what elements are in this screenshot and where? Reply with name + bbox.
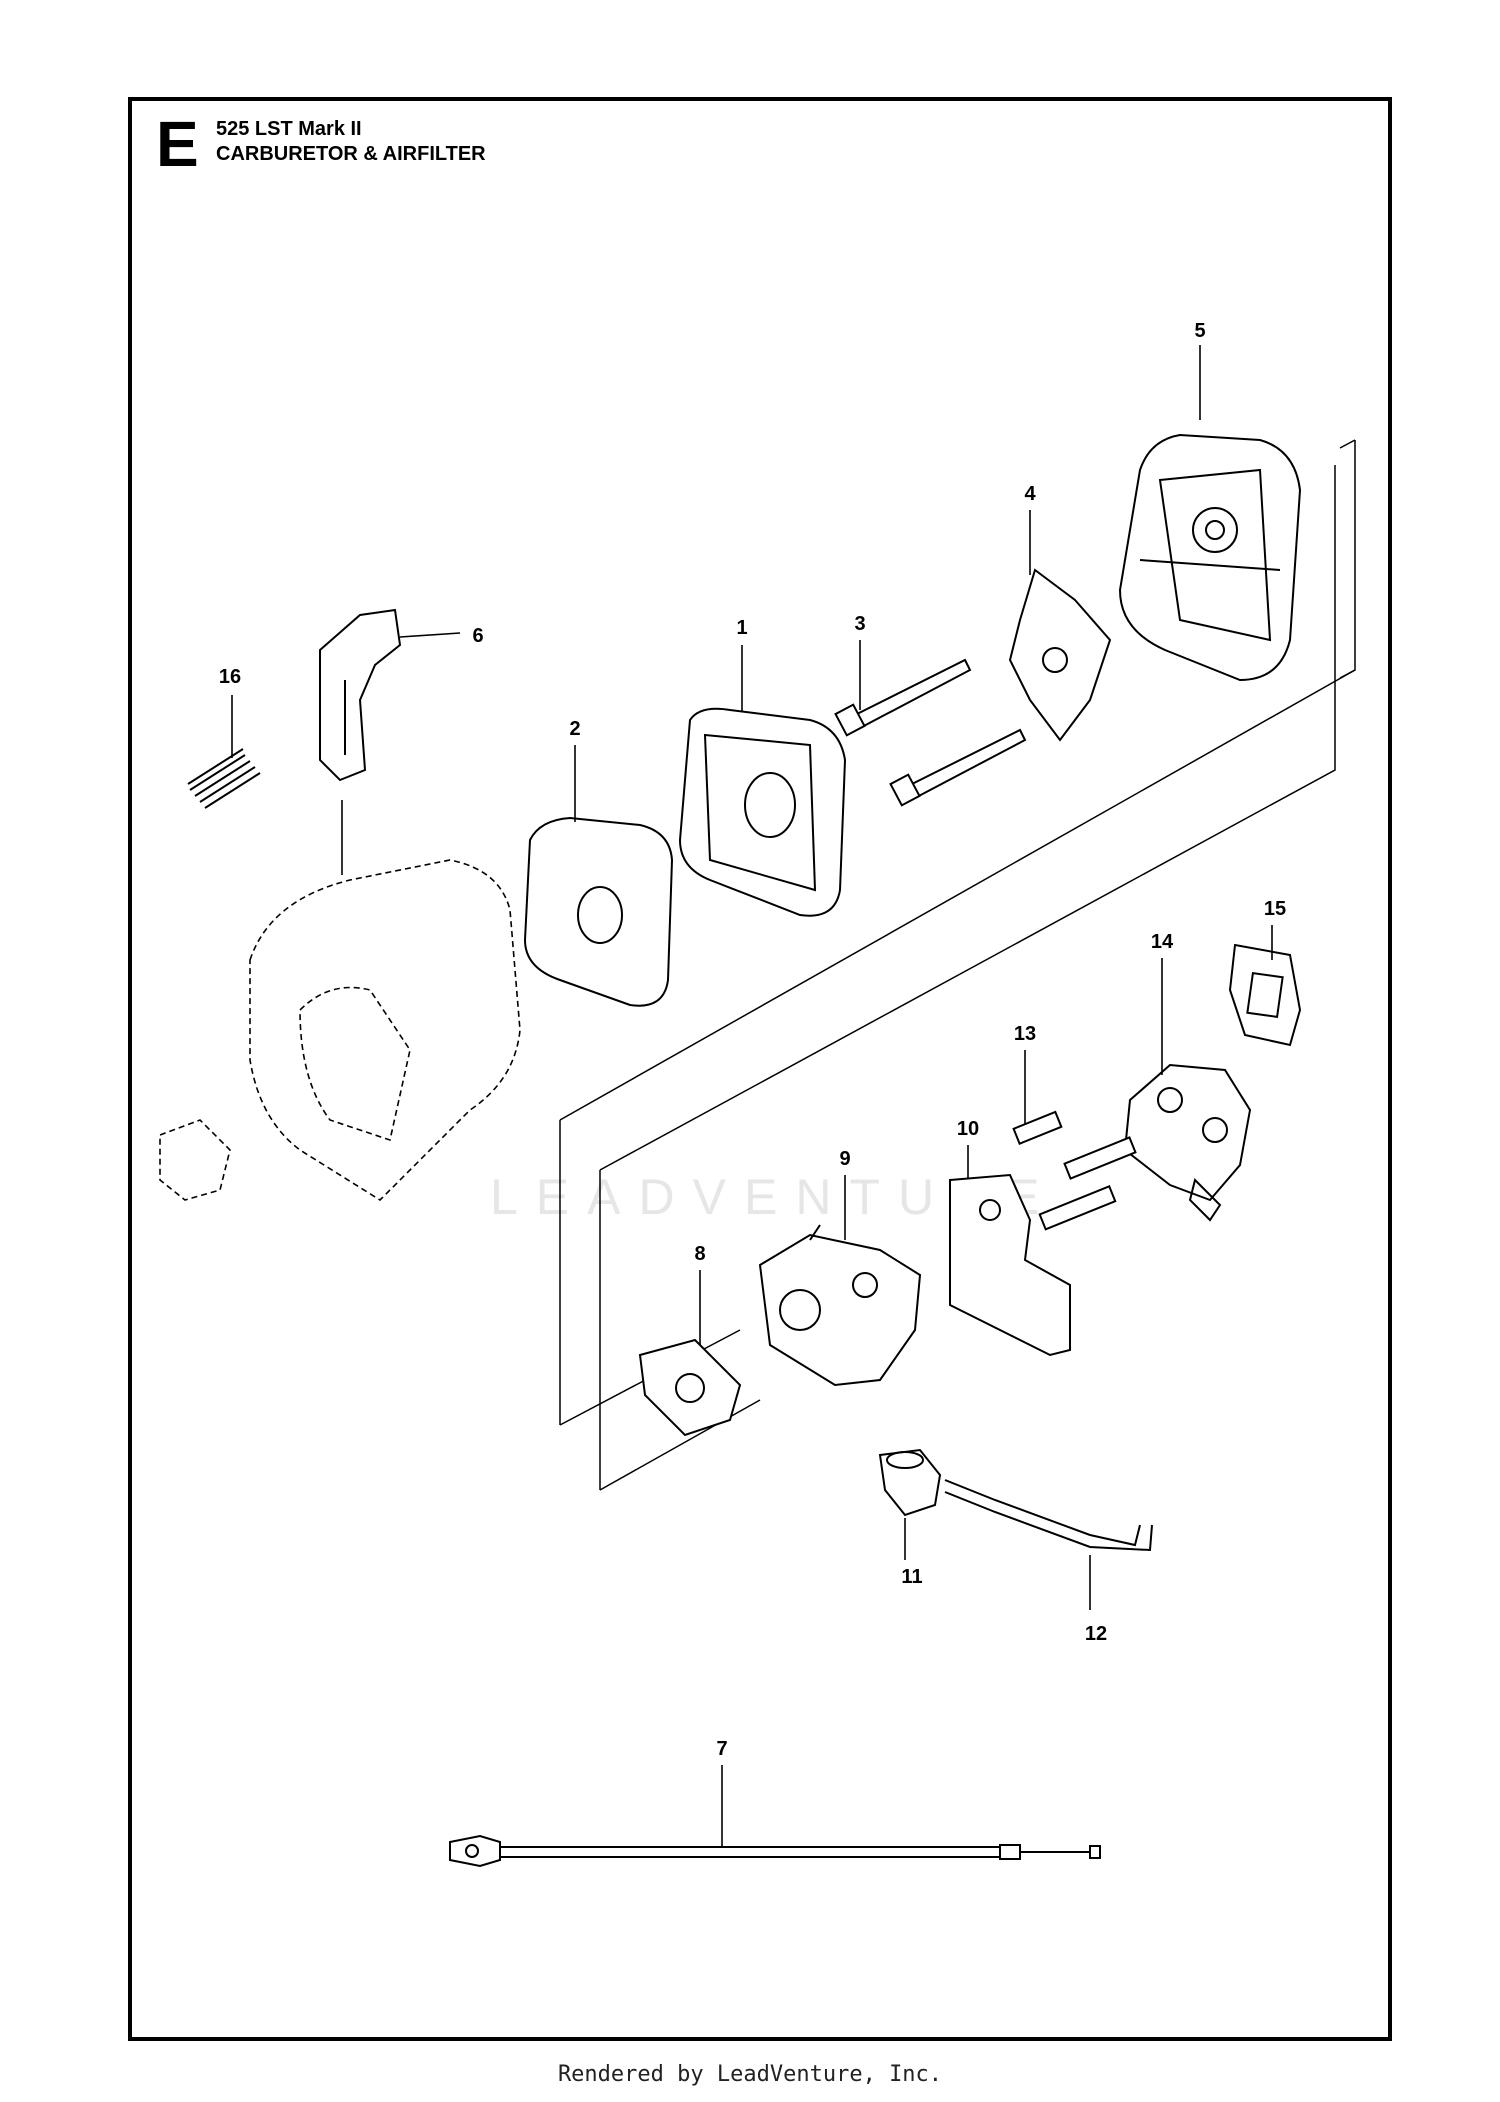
callout-13: 13	[1014, 1023, 1036, 1045]
callout-15: 15	[1264, 898, 1286, 920]
assembly-outline	[559, 439, 1356, 1491]
callout-labels: 5 4 3 1 2 6 16 15 14 13 10 9 8 11 12 7	[219, 320, 1286, 1760]
diagram-title: CARBURETOR & AIRFILTER	[216, 143, 486, 165]
callout-4: 4	[1024, 483, 1036, 505]
part-4-choke-plate	[1008, 568, 1112, 742]
part-8-gasket	[638, 1338, 742, 1437]
leader-lines	[231, 345, 1273, 1847]
callout-12: 12	[1085, 1623, 1107, 1645]
part-6-latch	[319, 608, 402, 782]
callout-3: 3	[854, 613, 865, 635]
part-13-screws	[1012, 1110, 1137, 1231]
callout-6: 6	[472, 625, 483, 647]
callout-7: 7	[716, 1738, 727, 1760]
callout-16: 16	[219, 666, 241, 688]
part-7-cable	[449, 1834, 1101, 1868]
model-name: 525 LST Mark II	[216, 118, 362, 140]
callout-11: 11	[901, 1566, 922, 1588]
part-2-filter-pad	[523, 816, 674, 1007]
callout-2: 2	[569, 718, 580, 740]
callout-14: 14	[1151, 931, 1174, 953]
watermark: LEADVENTURE	[490, 1169, 1058, 1225]
section-letter: E	[156, 108, 199, 180]
diagram-frame	[128, 97, 1392, 2041]
part-15-gasket	[1228, 943, 1302, 1047]
part-11-primer-bulb	[878, 1448, 942, 1517]
part-12-fuel-hose	[944, 1479, 1153, 1552]
part-5-filter-housing	[1118, 433, 1302, 682]
part-16-spring	[187, 748, 261, 809]
part-1-filter-frame	[678, 707, 847, 917]
callout-5: 5	[1194, 320, 1205, 342]
part-14-intake-adapter	[1123, 1063, 1252, 1222]
callout-9: 9	[839, 1148, 850, 1170]
footer-credit: Rendered by LeadVenture, Inc.	[557, 2062, 943, 2087]
callout-10: 10	[957, 1118, 979, 1140]
part-3-screws	[834, 658, 1027, 807]
callout-1: 1	[736, 617, 747, 639]
part-9-carburetor	[758, 1224, 922, 1387]
callout-8: 8	[694, 1243, 705, 1265]
part-10-plate	[949, 1173, 1071, 1357]
cylinder-cover-reference	[159, 859, 521, 1202]
